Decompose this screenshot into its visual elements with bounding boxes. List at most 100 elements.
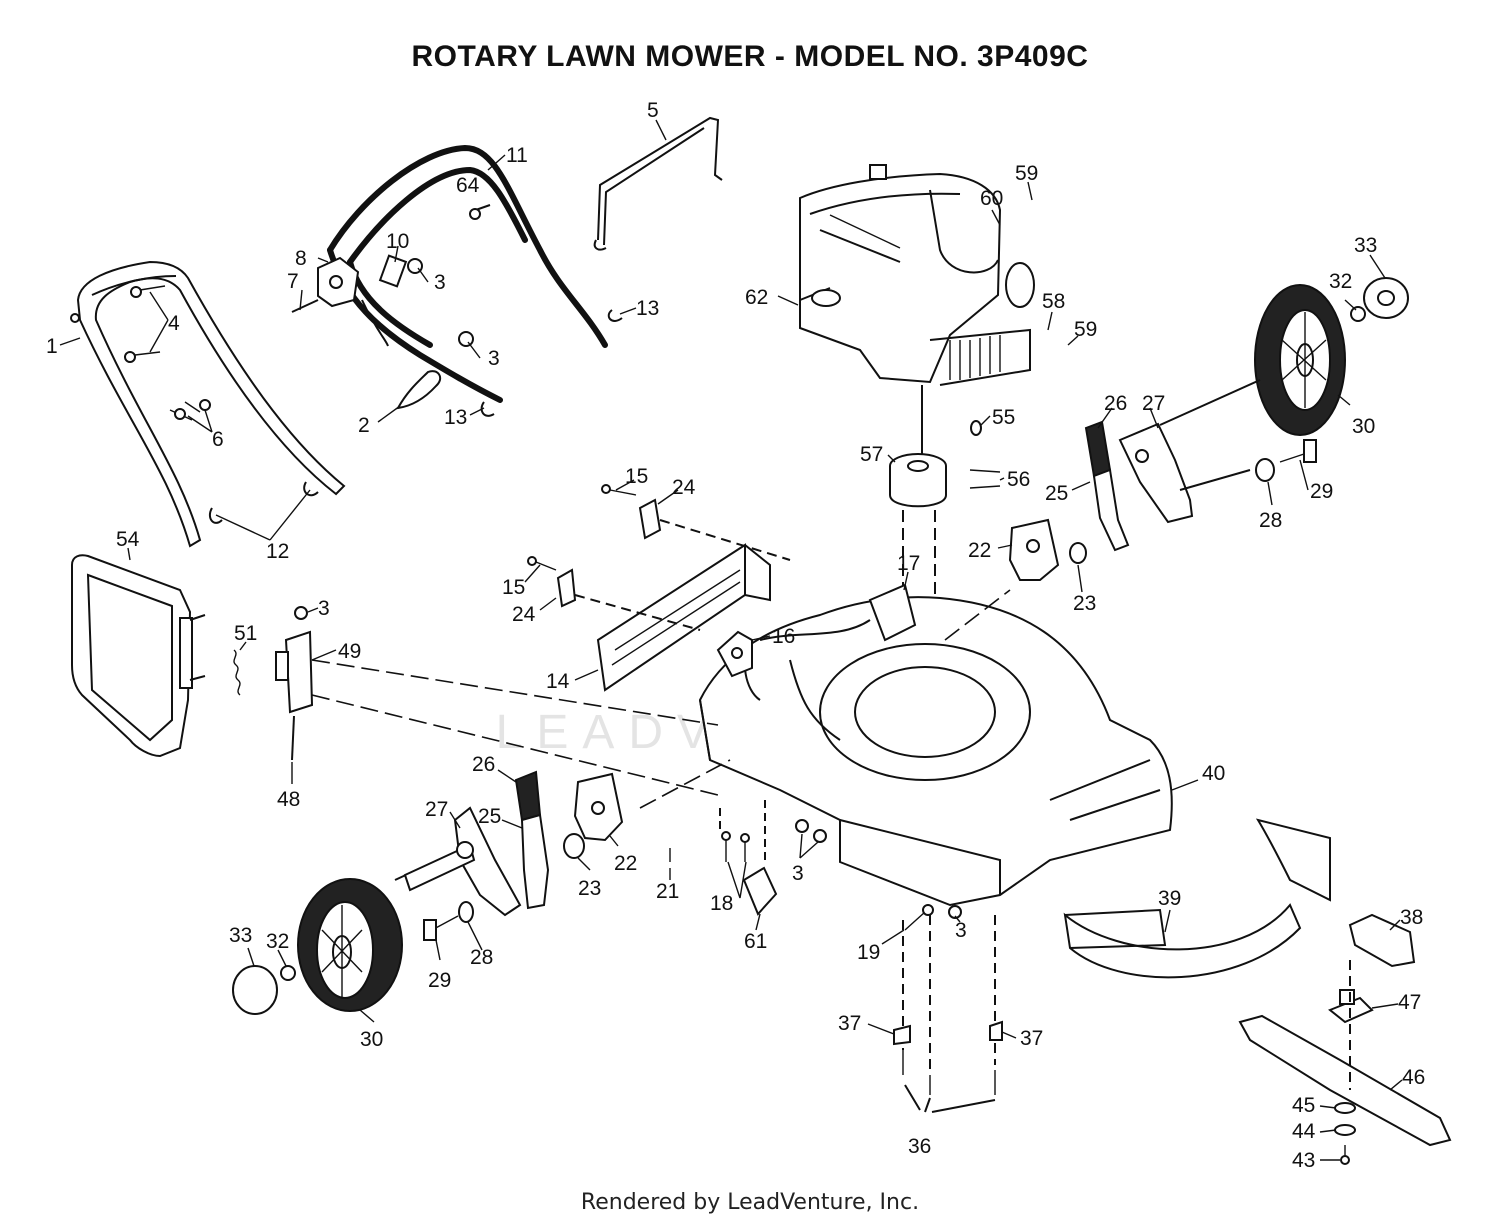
callout-label: 43: [1292, 1149, 1315, 1172]
callout-label: 36: [908, 1135, 931, 1158]
callout-label: 15: [502, 576, 525, 599]
callout-label: 58: [1042, 290, 1065, 313]
callout-label: 3: [318, 597, 330, 620]
callout-label: 3: [792, 862, 804, 885]
callout-label: 25: [1045, 482, 1068, 505]
callout-label: 54: [116, 528, 140, 551]
callout-label: 1: [46, 335, 58, 358]
callout-label: 2: [358, 414, 370, 437]
blade-baffle: [1063, 818, 1331, 979]
callout-label: 32: [266, 930, 289, 953]
callout-label: 24: [512, 603, 536, 626]
footer-credit: Rendered by LeadVenture, Inc.: [580, 1190, 920, 1215]
callout-label: 39: [1158, 887, 1181, 910]
callout-label: 11: [506, 144, 528, 167]
callout-label: 37: [838, 1012, 861, 1035]
callout-label: 19: [857, 941, 880, 964]
callout-label: 5: [647, 99, 659, 122]
callout-label: 59: [1074, 318, 1097, 341]
callout-label: 8: [295, 247, 307, 270]
callout-label: 51: [234, 622, 257, 645]
callout-label: 38: [1400, 906, 1423, 929]
callout-label: 29: [428, 969, 451, 992]
callout-label: 44: [1292, 1120, 1316, 1143]
height-adjuster-right: [1084, 420, 1317, 552]
pivot-plate-right: [944, 518, 1087, 641]
rear-wheel-left: [232, 849, 461, 1015]
callout-label: 13: [636, 297, 659, 320]
callout-label: 12: [266, 540, 289, 563]
callout-label: 3: [488, 347, 500, 370]
callout-label: 56: [1007, 468, 1030, 491]
callout-label: 27: [425, 798, 448, 821]
deck-bolts: [893, 915, 1003, 1113]
callout-label: 57: [860, 443, 883, 466]
brackets: [527, 484, 791, 678]
callout-label: 3: [434, 271, 446, 294]
callout-label: 61: [744, 930, 767, 953]
callout-label: 28: [1259, 509, 1282, 532]
lower-handle: [70, 260, 346, 548]
callout-label: 30: [360, 1028, 383, 1051]
callout-labels: 5 11 64 10 8 7 3 13 4 1 3 2 13 6 12 59 6…: [46, 99, 1425, 1172]
callout-label: 18: [710, 892, 733, 915]
callout-label: 32: [1329, 270, 1352, 293]
cable-tie: [396, 370, 442, 410]
callout-label: 48: [277, 788, 300, 811]
callout-label: 26: [1104, 392, 1127, 415]
callout-label: 24: [672, 476, 696, 499]
rear-baffle: [596, 543, 771, 692]
rear-wheel-right: [1159, 277, 1409, 436]
callout-label: 3: [955, 919, 967, 942]
discharge-deflector: [1348, 913, 1416, 968]
callout-label: 16: [772, 625, 795, 648]
callout-label: 55: [992, 406, 1015, 429]
callout-label: 6: [212, 428, 224, 451]
callout-label: 13: [444, 406, 467, 429]
callout-label: 49: [338, 640, 361, 663]
callout-label: 26: [472, 753, 495, 776]
callout-label: 4: [168, 312, 180, 335]
callout-label: 22: [968, 539, 991, 562]
callout-label: 62: [745, 286, 768, 309]
callout-label: 22: [614, 852, 637, 875]
callout-label: 29: [1310, 480, 1333, 503]
discharge-door: [233, 606, 719, 796]
callout-label: 23: [578, 877, 601, 900]
callout-label: 33: [229, 924, 252, 947]
callout-label: 17: [897, 552, 920, 575]
diagram-title: ROTARY LAWN MOWER - MODEL NO. 3P409C: [411, 40, 1089, 73]
callout-label: 25: [478, 805, 501, 828]
handle-bolts: [124, 285, 211, 421]
callout-label: 46: [1402, 1066, 1425, 1089]
callout-label: 23: [1073, 592, 1096, 615]
grass-bag: [71, 554, 206, 758]
cable-clip: [291, 204, 491, 347]
pivot-plate-left: [563, 759, 731, 859]
mower-deck: [698, 583, 1173, 907]
engine: [799, 164, 1035, 386]
control-bar: [593, 116, 723, 251]
blade-assembly: [1238, 960, 1452, 1165]
handle-clips: [208, 309, 623, 524]
callout-label: 33: [1354, 234, 1377, 257]
callout-label: 28: [470, 946, 493, 969]
callout-label: 7: [287, 270, 299, 293]
callout-label: 27: [1142, 392, 1165, 415]
callout-label: 37: [1020, 1027, 1043, 1050]
callout-label: 45: [1292, 1094, 1315, 1117]
callout-label: 40: [1202, 762, 1225, 785]
callout-label: 21: [656, 880, 679, 903]
callout-label: 47: [1398, 991, 1421, 1014]
callout-label: 60: [980, 187, 1003, 210]
callout-label: 59: [1015, 162, 1038, 185]
callout-label: 64: [456, 174, 480, 197]
callout-label: 14: [546, 670, 570, 693]
leader-lines: [59, 119, 1403, 1161]
callout-label: 30: [1352, 415, 1375, 438]
height-adjuster-left: [403, 770, 550, 941]
callout-label: 10: [386, 230, 409, 253]
callout-label: 15: [625, 465, 648, 488]
deck-fasteners: [669, 800, 962, 931]
